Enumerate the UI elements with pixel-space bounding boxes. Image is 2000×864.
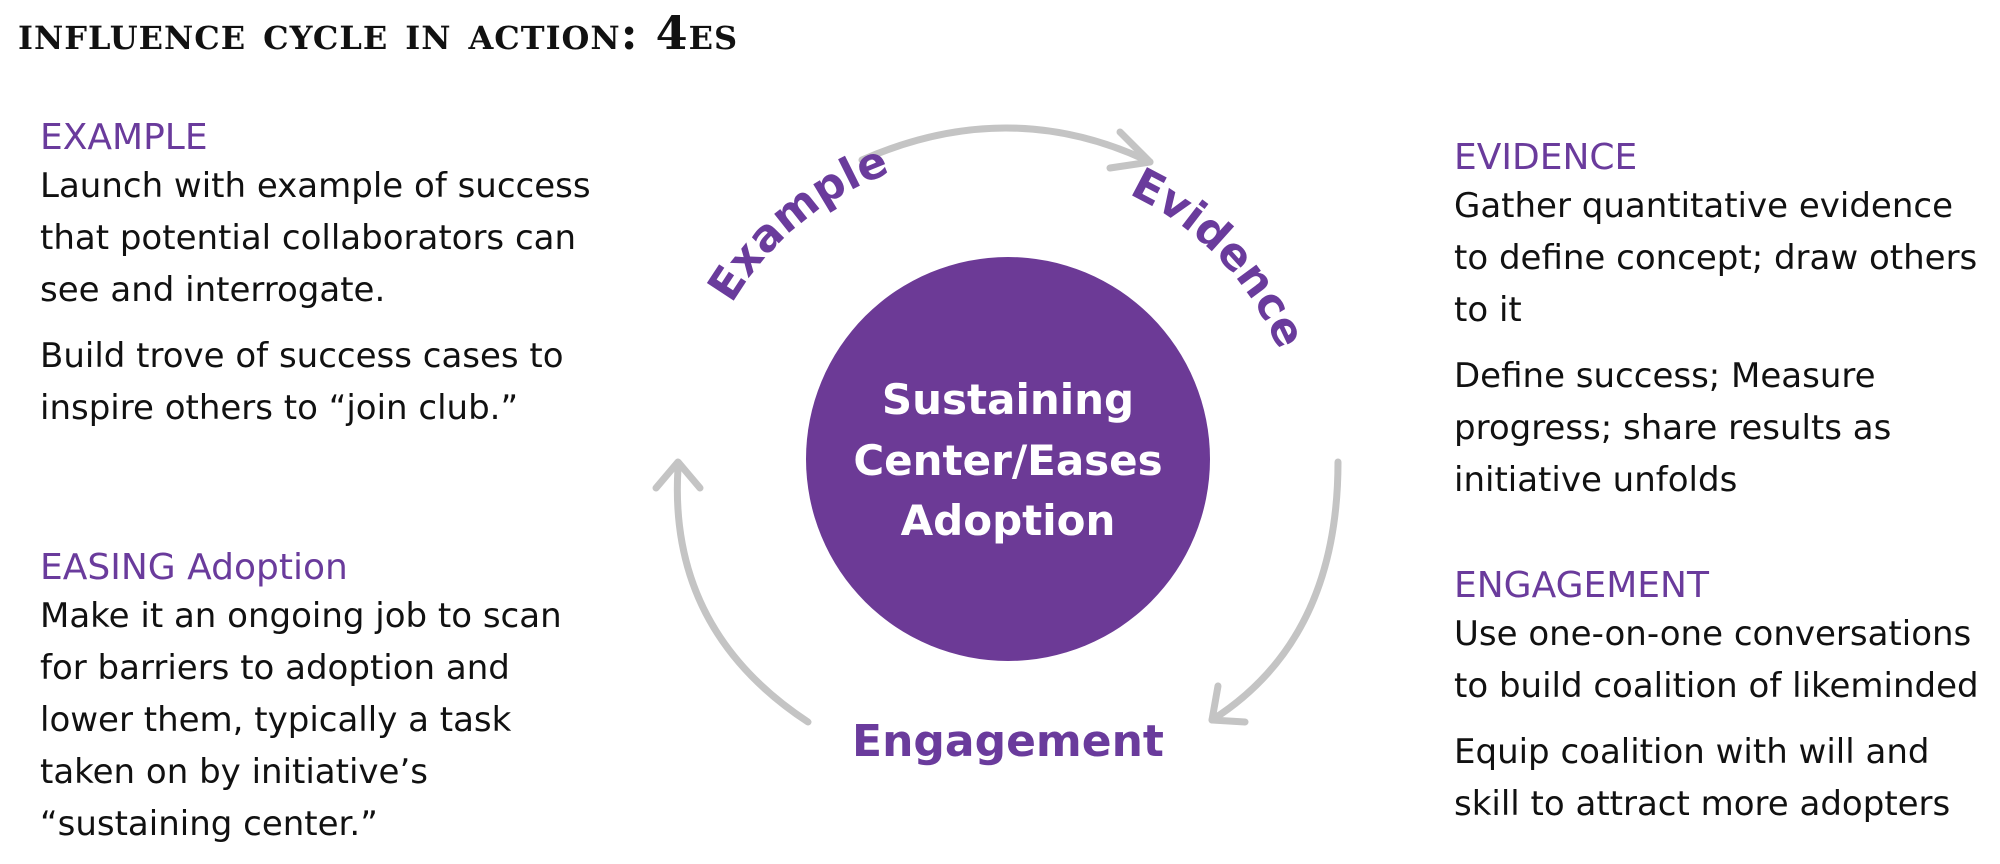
left-arrow	[673, 464, 812, 726]
engagement-paragraph-1: Use one-on-one conversations to build co…	[1454, 614, 1979, 706]
example-heading: EXAMPLE	[40, 117, 208, 158]
right-arrow-head	[1208, 682, 1249, 726]
evidence-paragraph-2: Define success; Measure progress; share …	[1454, 356, 1892, 500]
evidence-paragraph-1: Gather quantitative evidence to define c…	[1454, 186, 1978, 330]
engagement-paragraph-2: Equip coalition with will and skill to a…	[1454, 732, 1951, 824]
engagement-section: ENGAGEMENT Use one-on-one conversations …	[1454, 566, 1994, 844]
center-line-3: Adoption	[901, 496, 1116, 545]
top-arrow-head	[1106, 128, 1154, 172]
example-section: EXAMPLE Launch with example of success t…	[40, 118, 600, 448]
easing-heading: EASING Adoption	[40, 547, 348, 588]
right-arrow	[1208, 458, 1342, 724]
top-arrow	[858, 124, 1154, 166]
page-title: Influence Cycle in Action: 4Es	[18, 6, 739, 60]
example-paragraph-2: Build trove of success cases to inspire …	[40, 336, 564, 428]
center-line-2: Center/Eases	[853, 436, 1162, 485]
center-line-1: Sustaining	[882, 375, 1134, 424]
left-arrow-head	[652, 458, 704, 492]
evidence-section: EVIDENCE Gather quantitative evidence to…	[1454, 138, 1994, 520]
center-circle	[806, 257, 1210, 661]
easing-section: EASING Adoption Make it an ongoing job t…	[40, 548, 600, 864]
cycle-label-engagement: Engagement	[852, 716, 1164, 767]
cycle-label-example: Example	[698, 135, 895, 310]
evidence-heading: EVIDENCE	[1454, 137, 1638, 178]
engagement-heading: ENGAGEMENT	[1454, 565, 1709, 606]
example-paragraph-1: Launch with example of success that pote…	[40, 166, 591, 310]
easing-paragraph-1: Make it an ongoing job to scan for barri…	[40, 596, 562, 844]
